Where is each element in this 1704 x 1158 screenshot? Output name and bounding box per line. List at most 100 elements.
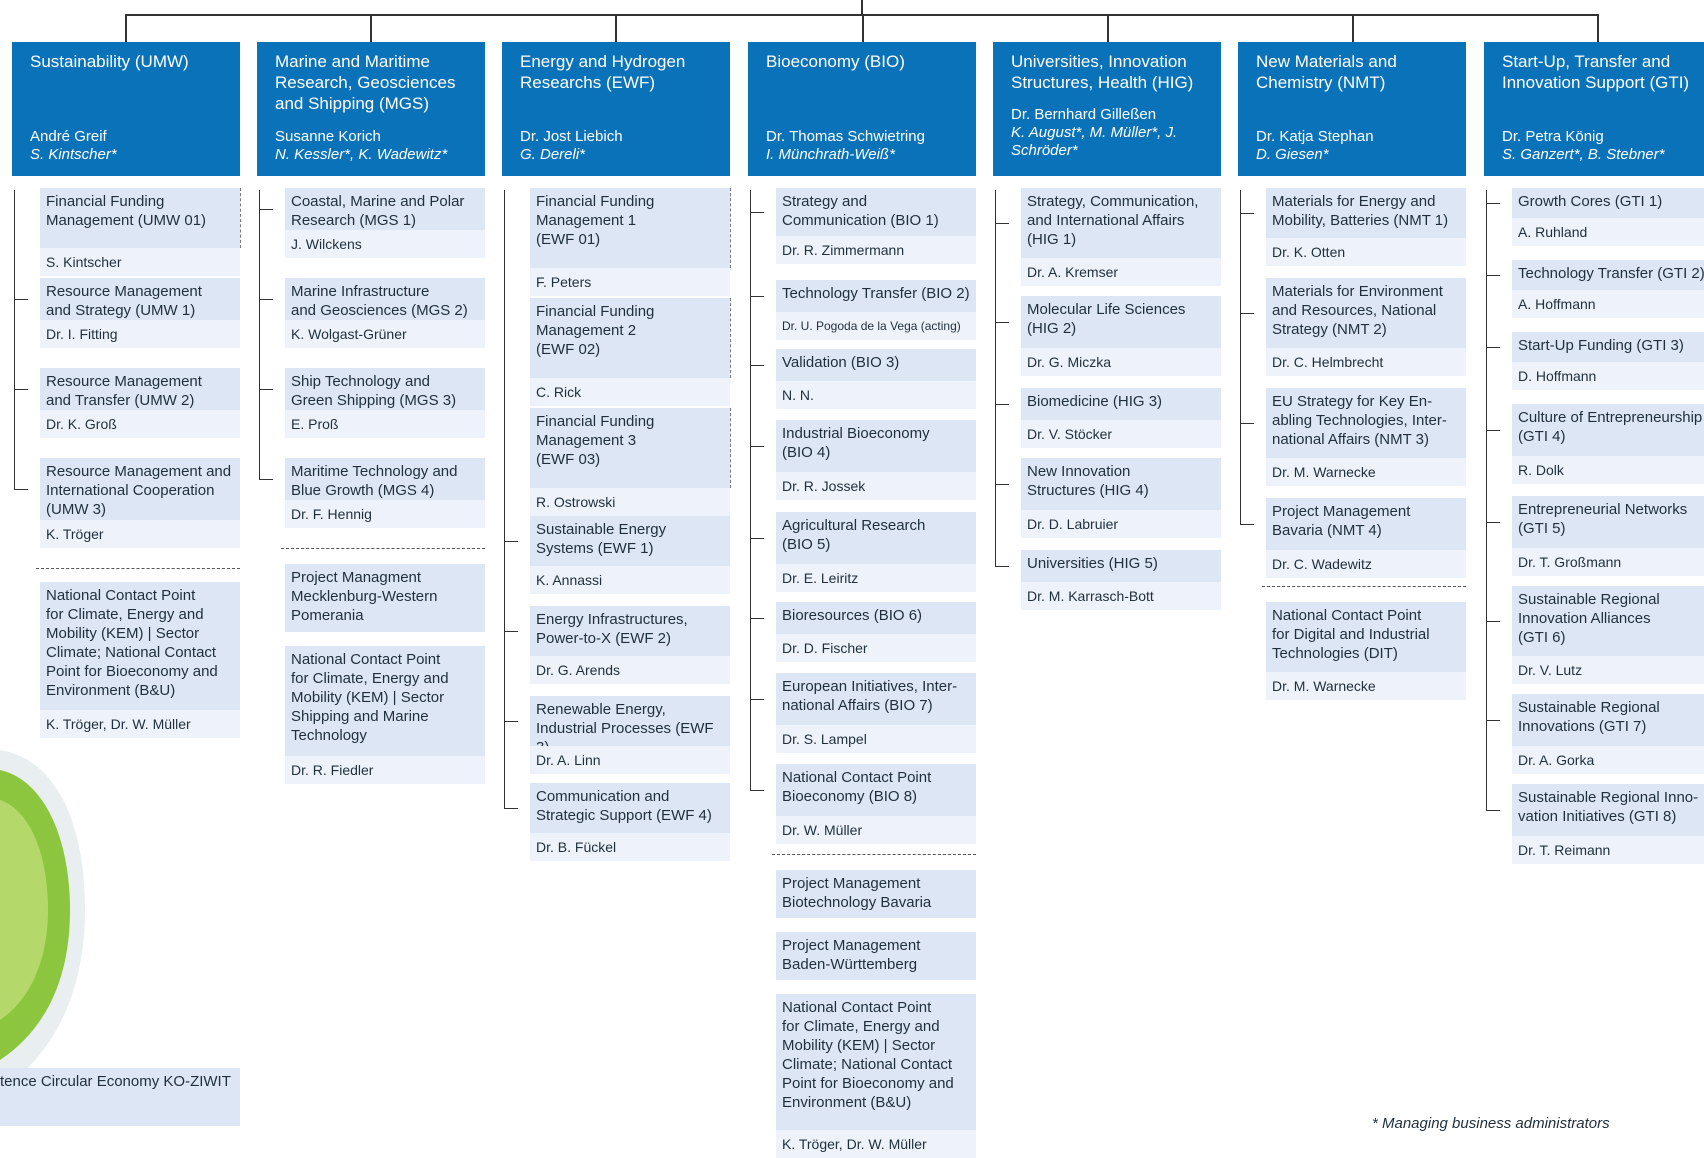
department-business-admins: K. August*, M. Müller*, J. Schröder*: [1011, 124, 1178, 159]
department-spine-line: [750, 190, 751, 790]
org-unit-box[interactable]: Validation (BIO 3): [776, 349, 976, 381]
extra-unit-box[interactable]: Project Management Baden-Württemberg: [776, 932, 976, 980]
department-header[interactable]: New Materials and Chemistry (NMT)Dr. Kat…: [1238, 42, 1466, 176]
extra-unit-box[interactable]: National Contact Point for Climate, Ener…: [776, 994, 976, 1130]
org-unit-title: Sustainable Regional Inno- vation Initia…: [1518, 789, 1699, 825]
org-unit-box[interactable]: Strategy and Communication (BIO 1): [776, 188, 976, 236]
org-unit-box[interactable]: Biomedicine (HIG 3): [1021, 388, 1221, 420]
department-lead: Dr. Katja Stephan: [1256, 128, 1374, 145]
org-unit-box[interactable]: Maritime Technology and Blue Growth (MGS…: [285, 458, 485, 500]
extra-unit-box[interactable]: National Contact Point for Climate, Ener…: [285, 646, 485, 756]
extra-unit-box[interactable]: National Contact Point for Climate, Ener…: [40, 582, 240, 710]
org-unit-box[interactable]: Ship Technology and Green Shipping (MGS …: [285, 368, 485, 410]
org-unit-box[interactable]: Communication and Strategic Support (EWF…: [530, 783, 730, 833]
org-unit-box[interactable]: Culture of Entrepreneurship (GTI 4): [1512, 404, 1704, 456]
org-unit-box[interactable]: Sustainable Regional Innovations (GTI 7): [1512, 694, 1704, 746]
org-unit-title: Entrepreneurial Networks (GTI 5): [1518, 501, 1688, 537]
org-unit-head: Dr. K. Groß: [40, 410, 240, 438]
org-unit-box[interactable]: Start-Up Funding (GTI 3): [1512, 332, 1704, 362]
department-business-admins: D. Giesen*: [1256, 146, 1329, 163]
org-unit-title: Strategy, Communication, and Internation…: [1027, 193, 1199, 248]
org-unit-box[interactable]: Marine Infrastructure and Geosciences (M…: [285, 278, 485, 320]
org-unit-title: Financial Funding Management 3 (EWF 03): [536, 413, 655, 468]
org-unit-box[interactable]: New Innovation Structures (HIG 4): [1021, 458, 1221, 510]
extra-unit-box[interactable]: Project Management Biotechnology Bavaria: [776, 870, 976, 918]
department-spine-line: [259, 190, 260, 479]
org-unit-box[interactable]: Universities (HIG 5): [1021, 550, 1221, 582]
extra-unit-box[interactable]: Project Managment Mecklenburg-Western Po…: [285, 564, 485, 632]
org-unit-box[interactable]: Resource Management and Strategy (UMW 1): [40, 278, 240, 320]
bottom-left-label: tence Circular Economy KO-ZIWIT: [0, 1068, 240, 1126]
org-unit-head: Dr. C. Wadewitz: [1266, 550, 1466, 578]
unit-connector-tick: [750, 446, 764, 447]
org-unit-box[interactable]: Bioresources (BIO 6): [776, 602, 976, 634]
header-drop-line: [1352, 14, 1354, 42]
department-lead: André Greif: [30, 128, 107, 145]
org-unit-box[interactable]: Molecular Life Sciences (HIG 2): [1021, 296, 1221, 348]
org-unit-title: Financial Funding Management 2 (EWF 02): [536, 303, 655, 358]
extra-unit-title: Project Management Biotechnology Bavaria: [782, 875, 932, 911]
unit-connector-tick: [504, 721, 518, 722]
org-unit-box[interactable]: Agricultural Research (BIO 5): [776, 512, 976, 564]
org-unit-box[interactable]: Renewable Energy, Industrial Processes (…: [530, 696, 730, 756]
unit-connector-tick: [1486, 720, 1500, 721]
org-unit-box[interactable]: Coastal, Marine and Polar Research (MGS …: [285, 188, 485, 230]
org-unit-box[interactable]: Technology Transfer (GTI 2): [1512, 260, 1704, 290]
org-unit-head: Dr. R. Jossek: [776, 472, 976, 500]
org-unit-box[interactable]: National Contact Point Bioeconomy (BIO 8…: [776, 764, 976, 816]
department-header[interactable]: Universities, Innovation Structures, Hea…: [993, 42, 1221, 176]
department-business-admins: S. Ganzert*, B. Stebner*: [1502, 146, 1665, 163]
top-stem-line: [861, 0, 863, 16]
org-unit-box[interactable]: Sustainable Regional Innovation Alliance…: [1512, 586, 1704, 656]
extra-unit-title: National Contact Point for Digital and I…: [1272, 607, 1430, 662]
department-spine-line: [995, 190, 996, 566]
department-lead: Dr. Petra König: [1502, 128, 1604, 145]
org-unit-box[interactable]: Entrepreneurial Networks (GTI 5): [1512, 496, 1704, 548]
unit-connector-tick: [259, 479, 273, 480]
org-unit-title: Marine Infrastructure and Geosciences (M…: [291, 283, 468, 319]
org-unit-box[interactable]: Resource Management and Transfer (UMW 2): [40, 368, 240, 410]
org-unit-box[interactable]: Financial Funding Management 2 (EWF 02): [530, 298, 730, 378]
org-unit-head: R. Dolk: [1512, 456, 1704, 484]
org-unit-box[interactable]: EU Strategy for Key En- abling Technolog…: [1266, 388, 1466, 458]
department-title: Marine and Maritime Research, Geoscience…: [275, 52, 456, 113]
org-unit-box[interactable]: Financial Funding Management 1 (EWF 01): [530, 188, 730, 268]
extra-unit-box[interactable]: National Contact Point for Digital and I…: [1266, 602, 1466, 672]
org-unit-box[interactable]: European Initiatives, Inter- national Af…: [776, 673, 976, 725]
department-title: Sustainability (UMW): [30, 52, 189, 71]
org-unit-box[interactable]: Financial Funding Management 3 (EWF 03): [530, 408, 730, 488]
org-unit-title: Growth Cores (GTI 1): [1518, 193, 1663, 210]
department-header[interactable]: Start-Up, Transfer and Innovation Suppor…: [1484, 42, 1704, 176]
org-unit-head: K. Tröger: [40, 520, 240, 548]
org-unit-box[interactable]: Technology Transfer (BIO 2): [776, 280, 976, 312]
org-unit-head: Dr. D. Fischer: [776, 634, 976, 662]
org-unit-box[interactable]: Project Management Bavaria (NMT 4): [1266, 498, 1466, 550]
org-unit-box[interactable]: Financial Funding Management (UMW 01): [40, 188, 240, 248]
org-unit-box[interactable]: Energy Infrastructures, Power-to-X (EWF …: [530, 606, 730, 656]
unit-connector-tick: [504, 631, 518, 632]
org-unit-title: Technology Transfer (BIO 2): [782, 285, 970, 302]
unit-connector-tick: [259, 209, 273, 210]
department-header[interactable]: Energy and Hydrogen Researchs (EWF)Dr. J…: [502, 42, 730, 176]
org-unit-box[interactable]: Materials for Environment and Resources,…: [1266, 278, 1466, 348]
org-unit-title: Sustainable Regional Innovation Alliance…: [1518, 591, 1660, 646]
org-unit-head: Dr. F. Hennig: [285, 500, 485, 528]
org-unit-box[interactable]: Resource Management and International Co…: [40, 458, 240, 520]
department-header[interactable]: Marine and Maritime Research, Geoscience…: [257, 42, 485, 176]
org-unit-head: R. Ostrowski: [530, 488, 730, 516]
org-unit-box[interactable]: Sustainable Energy Systems (EWF 1): [530, 516, 730, 566]
unit-connector-tick: [750, 296, 764, 297]
org-unit-box[interactable]: Strategy, Communication, and Internation…: [1021, 188, 1221, 258]
unit-connector-tick: [504, 541, 518, 542]
org-unit-box[interactable]: Industrial Bioeconomy (BIO 4): [776, 420, 976, 472]
extra-unit-head: K. Tröger, Dr. W. Müller: [776, 1130, 976, 1158]
org-unit-title: Start-Up Funding (GTI 3): [1518, 337, 1684, 354]
org-unit-box[interactable]: Sustainable Regional Inno- vation Initia…: [1512, 784, 1704, 836]
org-unit-box[interactable]: Materials for Energy and Mobility, Batte…: [1266, 188, 1466, 238]
org-unit-box[interactable]: Growth Cores (GTI 1): [1512, 188, 1704, 218]
